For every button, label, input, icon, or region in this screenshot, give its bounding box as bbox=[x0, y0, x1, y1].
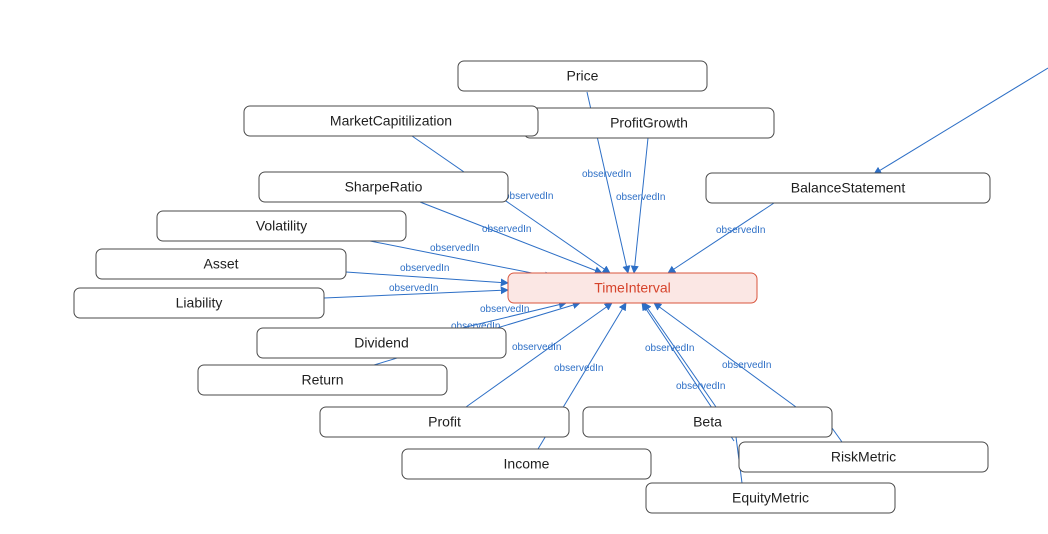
edge-labels: observedIn observedIn observedIn observe… bbox=[389, 169, 771, 392]
node-beta[interactable]: Beta bbox=[582, 406, 833, 438]
edge-liability-to-time-interval bbox=[323, 286, 509, 299]
edge-label: observedIn bbox=[480, 304, 529, 315]
node-profit[interactable]: Profit bbox=[319, 406, 570, 438]
node-risk-metric[interactable]: RiskMetric bbox=[738, 441, 989, 473]
edge-label: observedIn bbox=[389, 283, 438, 294]
edge-label: observedIn bbox=[504, 191, 553, 202]
node-time-interval[interactable]: TimeInterval bbox=[507, 272, 758, 304]
edge-label: observedIn bbox=[451, 321, 500, 332]
node-label: Liability bbox=[176, 295, 223, 311]
node-label: Dividend bbox=[354, 335, 408, 351]
node-label: Volatility bbox=[256, 218, 307, 234]
node-dividend[interactable]: Dividend bbox=[256, 327, 507, 359]
edge-label: observedIn bbox=[645, 343, 694, 354]
edge-beta-to-risk-metric bbox=[831, 427, 843, 443]
node-label: BalanceStatement bbox=[791, 180, 906, 196]
edge-label: observedIn bbox=[512, 342, 561, 353]
edge-profit-growth-to-time-interval bbox=[630, 137, 649, 274]
node-balance-statement[interactable]: BalanceStatement bbox=[705, 172, 991, 204]
edge-label: observedIn bbox=[616, 192, 665, 203]
edge-balance-statement-to-time-interval bbox=[667, 202, 775, 274]
node-price[interactable]: Price bbox=[457, 60, 708, 92]
node-sharpe-ratio[interactable]: SharpeRatio bbox=[258, 171, 509, 203]
edge-asset-to-time-interval bbox=[345, 271, 509, 287]
edge-label: observedIn bbox=[582, 169, 631, 180]
edge-label: observedIn bbox=[482, 224, 531, 235]
node-label: MarketCapitilization bbox=[330, 113, 452, 129]
node-label: Price bbox=[567, 68, 599, 84]
edge-label: observedIn bbox=[676, 381, 725, 392]
edge-market-cap-to-time-interval bbox=[411, 135, 611, 274]
edge-offscreen-to-balance-statement bbox=[873, 67, 1048, 175]
edge-beta-to-time-interval bbox=[643, 302, 717, 408]
node-asset[interactable]: Asset bbox=[95, 248, 347, 280]
edge-label: observedIn bbox=[400, 263, 449, 274]
node-profit-growth[interactable]: ProfitGrowth bbox=[523, 107, 775, 139]
edge-label: observedIn bbox=[554, 363, 603, 374]
node-return[interactable]: Return bbox=[197, 364, 448, 396]
edge-volatility-to-time-interval bbox=[369, 240, 553, 280]
edge-label: observedIn bbox=[716, 225, 765, 236]
edge-profit-to-time-interval bbox=[465, 302, 613, 408]
node-equity-metric[interactable]: EquityMetric bbox=[645, 482, 896, 514]
node-label: SharpeRatio bbox=[345, 179, 423, 195]
node-label: Return bbox=[301, 372, 343, 388]
node-market-capitilization[interactable]: MarketCapitilization bbox=[243, 105, 539, 137]
node-label: TimeInterval bbox=[594, 280, 671, 296]
node-label: RiskMetric bbox=[831, 449, 896, 465]
node-label: EquityMetric bbox=[732, 490, 809, 506]
node-label: Profit bbox=[428, 414, 461, 430]
node-label: Asset bbox=[203, 256, 238, 272]
node-label: ProfitGrowth bbox=[610, 115, 688, 131]
edge-label: observedIn bbox=[430, 243, 479, 254]
edge-label: observedIn bbox=[722, 360, 771, 371]
edge-sharpe-ratio-to-time-interval bbox=[419, 201, 603, 275]
node-liability[interactable]: Liability bbox=[73, 287, 325, 319]
edge-risk-metric-to-time-interval bbox=[653, 302, 797, 408]
node-label: Beta bbox=[693, 414, 722, 430]
edge-dividend-to-time-interval bbox=[461, 300, 567, 329]
node-volatility[interactable]: Volatility bbox=[156, 210, 407, 242]
node-income[interactable]: Income bbox=[401, 448, 652, 480]
node-label: Income bbox=[504, 456, 550, 472]
